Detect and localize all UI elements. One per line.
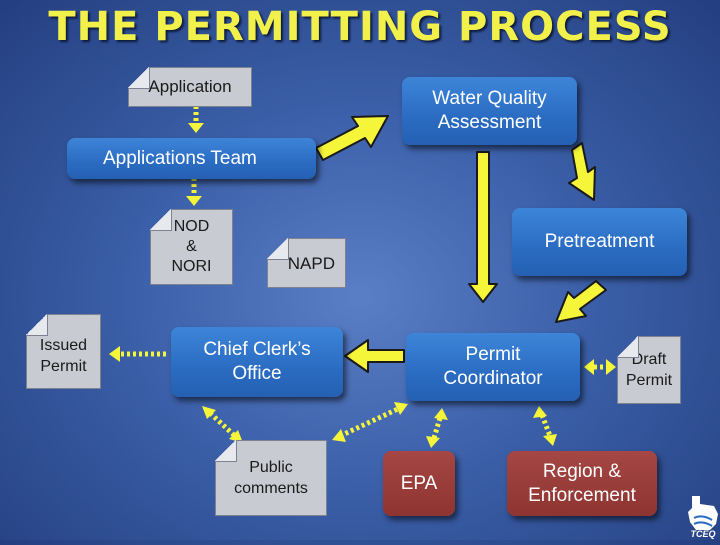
texas-map-icon	[688, 496, 718, 530]
arrow-water-quality-to-pretreatment	[568, 142, 596, 201]
page-fold	[150, 209, 172, 231]
page-fold	[128, 67, 150, 89]
arrow-permit-coordinator-epa	[426, 408, 448, 448]
epa-box: EPA	[383, 451, 455, 516]
water-quality-assessment-box: Water Quality Assessment	[402, 77, 577, 145]
draft-permit-doc: Draft Permit	[617, 336, 681, 404]
arrow-permit-coordinator-draft-permit	[584, 359, 616, 375]
arrow-water-quality-to-permit-coordinator	[468, 151, 498, 303]
public-comments-doc: Public comments	[215, 440, 327, 516]
issued-permit-doc: Issued Permit	[26, 314, 101, 389]
chief-clerks-office-box: Chief Clerk’s Office	[171, 327, 343, 397]
page-fold	[215, 440, 237, 462]
arrow-application-to-team	[188, 106, 204, 133]
arrow-chief-clerk-public-comments	[202, 406, 243, 443]
page-fold	[267, 238, 289, 260]
page-fold	[26, 314, 48, 336]
nod-nori-doc: NOD & NORI	[150, 209, 233, 285]
pretreatment-box: Pretreatment	[512, 208, 687, 276]
issued-permit-label: Issued Permit	[26, 314, 101, 389]
arrow-pretreatment-to-permit-coordinator	[555, 280, 607, 323]
permit-coordinator-box: Permit Coordinator	[406, 333, 580, 401]
page-title: THE PERMITTING PROCESS	[48, 4, 672, 50]
region-enforcement-box: Region & Enforcement	[507, 451, 657, 516]
napd-label: NAPD	[267, 238, 346, 288]
page-fold	[617, 336, 639, 358]
applications-team-box: Applications Team	[67, 138, 316, 179]
tceq-logo: TCEQ	[686, 494, 720, 540]
tceq-logo-text: TCEQ	[690, 529, 716, 539]
arrow-permit-coordinator-region	[533, 406, 557, 446]
draft-permit-label: Draft Permit	[617, 336, 681, 404]
nod-nori-label: NOD & NORI	[150, 209, 233, 285]
arrow-team-to-water-quality	[315, 115, 389, 161]
arrow-chief-clerk-to-issued-permit	[109, 346, 166, 362]
arrow-team-to-nod	[186, 178, 202, 206]
arrow-public-comments-permit-coordinator	[332, 402, 408, 442]
napd-doc: NAPD	[267, 238, 346, 288]
application-doc: Application	[128, 67, 252, 107]
arrow-permit-coordinator-to-chief-clerk	[344, 339, 405, 373]
